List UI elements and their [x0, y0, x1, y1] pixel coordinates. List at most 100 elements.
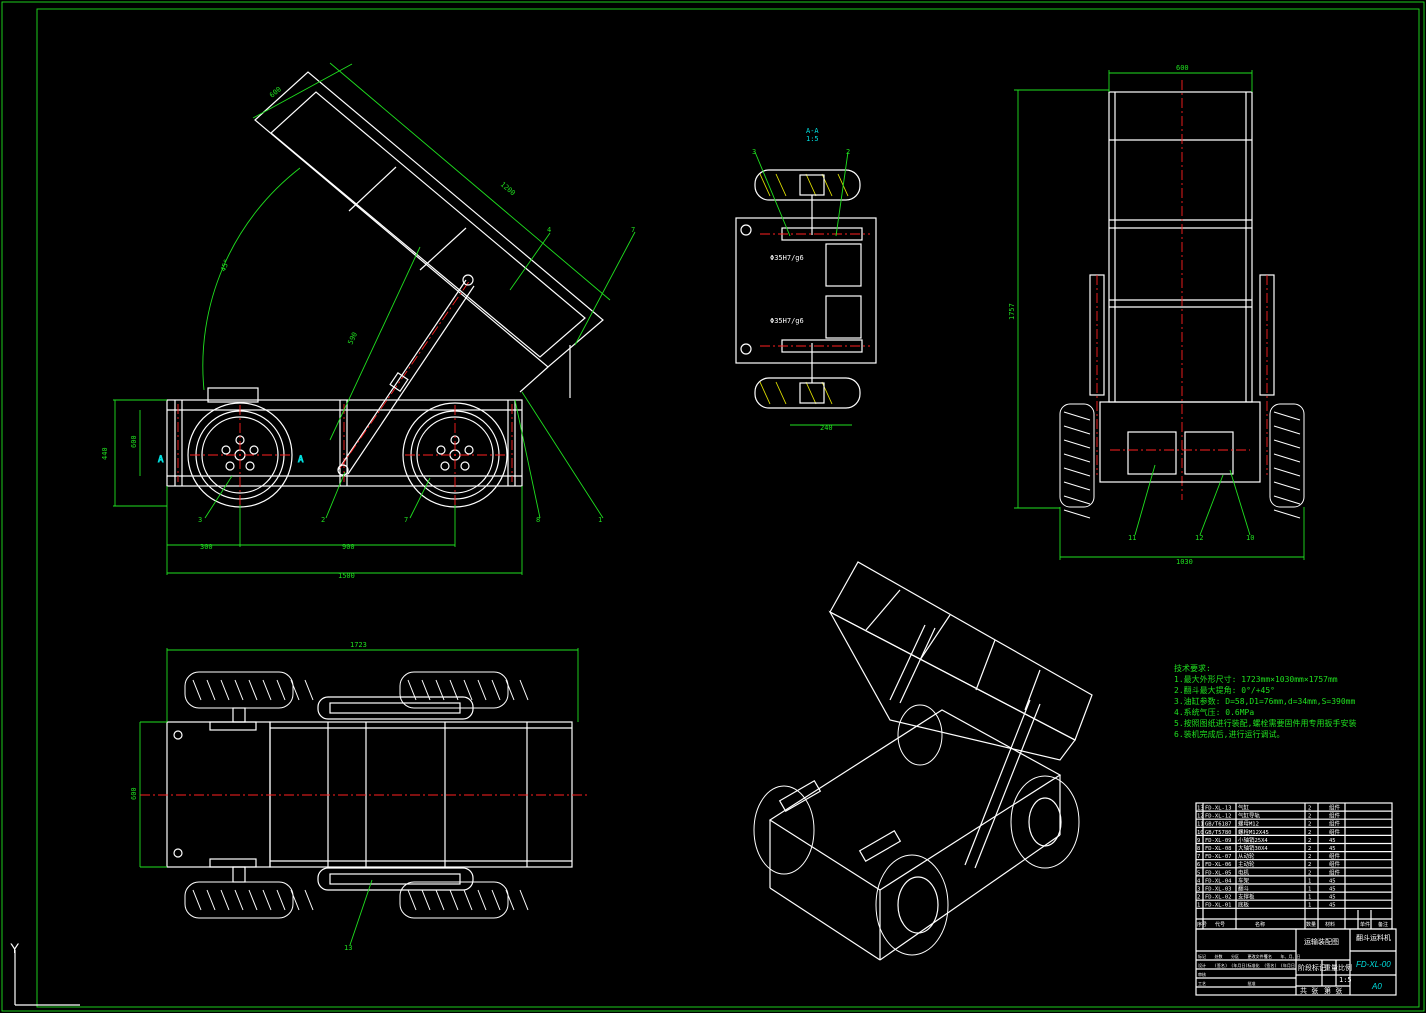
callout-side-12: 12 [1195, 534, 1203, 542]
bom-header-note: 备注 [1378, 921, 1388, 928]
bom-cell-name: 气缸导轨 [1238, 812, 1261, 820]
bom-cell-qty: 2 [1308, 870, 1311, 876]
title-block-cell: 更改文件号 [1248, 953, 1268, 959]
top-view: 600 1723 13 [130, 641, 590, 952]
title-block-cell: 审核 [1198, 971, 1206, 977]
bom-cell-name: 主动轮 [1238, 860, 1255, 868]
top-view-tyre-2 [399, 671, 529, 709]
bom-cell-name: 大轴销30X4 [1238, 844, 1268, 852]
bom-cell-mat: 组件 [1329, 828, 1341, 836]
fit-label-2: Φ35H7/g6 [770, 317, 804, 325]
bom-cell-mat: 组件 [1329, 820, 1341, 828]
title-block-cell: 批准 [1248, 980, 1256, 986]
bom-header-no: 序号 [1197, 921, 1207, 928]
bom-cell-qty: 2 [1308, 822, 1311, 828]
title-block-cell: 处数 [1215, 953, 1223, 959]
bom-cell-mat: 45 [1329, 887, 1336, 893]
bom-header-wt: 单件 [1360, 921, 1370, 928]
title-scale: 1:5 [1339, 976, 1352, 984]
bom-cell-name: 翻斗 [1238, 885, 1250, 893]
callout-front-4: 8 [536, 516, 540, 524]
bom-cell-no: 1 [1197, 903, 1200, 909]
tech-item-5: 5.按照图纸进行装配,螺栓需要固件用专用扳手安装 [1174, 718, 1356, 728]
title-sheet-total: 共 张 [1300, 986, 1318, 995]
callout-front-5: 1 [598, 516, 602, 524]
bom-cell-code: FD-XL-12 [1205, 814, 1232, 820]
isometric-view [753, 561, 1093, 961]
bom-cell-name: 气缸 [1238, 804, 1250, 812]
bom-cell-name: 螺母M12 [1238, 820, 1259, 828]
bom-cell-code: FD-XL-04 [1205, 878, 1232, 884]
bom-cell-mat: 组件 [1329, 852, 1341, 860]
top-view-tyre-3 [184, 866, 314, 919]
bom-cell-no: 6 [1197, 862, 1200, 868]
bom-cell-mat: 45 [1329, 838, 1336, 844]
bom-cell-mat: 组件 [1329, 804, 1341, 812]
callout-front-1: 3 [198, 516, 202, 524]
front-view: 440 600 300 900 1500 1200 600 45° 590 3 … [101, 62, 636, 580]
bom-header-mat: 材料 [1325, 921, 1335, 928]
bom-cell-code: GB/T5780 [1205, 830, 1232, 836]
ucs-icon: Y [10, 940, 80, 1006]
bom-cell-no: 12 [1197, 814, 1204, 820]
bom-cell-mat: 45 [1329, 878, 1336, 884]
bom-cell-qty: 1 [1308, 903, 1311, 909]
bom-cell-no: 9 [1197, 838, 1200, 844]
bom-cell-qty: 2 [1308, 862, 1311, 868]
bom-cell-name: 车架 [1238, 876, 1250, 884]
bom-cell-qty: 1 [1308, 895, 1311, 901]
callout-front-3: 7 [404, 516, 408, 524]
title-block-cell: (年月日) [1231, 962, 1248, 968]
bom-cell-name: 从动轮 [1238, 852, 1255, 860]
bom-cell-code: FD-XL-05 [1205, 870, 1232, 876]
bom-cell-name: 小轴销25X4 [1238, 836, 1268, 844]
title-block-cell: 标准化 [1248, 962, 1260, 968]
svg-text:3: 3 [752, 148, 756, 156]
bom-cell-qty: 2 [1308, 838, 1311, 844]
bom-cell-mat: 45 [1329, 903, 1336, 909]
dim-front-wheelbase: 900 [342, 543, 355, 551]
bom-cell-qty: 2 [1308, 806, 1311, 812]
section-a-scale: 1:5 [806, 135, 819, 143]
title-block-cell: (签名) [1215, 962, 1228, 968]
dim-side-height: 1757 [1008, 303, 1016, 320]
bom-cell-no: 3 [1197, 887, 1200, 893]
dim-front-overall-length: 1500 [338, 572, 355, 580]
dim-section-width: 240 [820, 424, 833, 432]
bom-cell-name: 电机 [1238, 868, 1250, 876]
side-view: 1757 600 1030 11 12 10 [1008, 64, 1305, 566]
title-sheet-number: 第 张 [1324, 986, 1342, 995]
bom-cell-code: FD-XL-09 [1205, 838, 1232, 844]
title-block-cell: 工艺 [1198, 981, 1206, 986]
title-sheet-size: A0 [1371, 982, 1382, 991]
bom-cell-code: GB/T6187 [1205, 822, 1232, 828]
dim-side-width: 1030 [1176, 558, 1193, 566]
bom-cell-code: FD-XL-01 [1205, 903, 1232, 909]
dim-side-top-width: 600 [1176, 64, 1189, 72]
title-block-cell: 分区 [1231, 953, 1239, 959]
section-a-label: A-A [806, 127, 819, 135]
dim-front-height: 440 [101, 447, 109, 460]
front-view-wheel-right [402, 402, 508, 508]
bom-cell-name: 螺栓M12X45 [1238, 828, 1269, 836]
svg-text:7: 7 [631, 226, 635, 234]
tech-item-1: 1.最大外形尺寸: 1723mm×1030mm×1757mm [1174, 674, 1338, 684]
bom-cell-no: 4 [1197, 878, 1201, 884]
dim-front-wheel-offset: 300 [200, 543, 213, 551]
bom-cell-mat: 组件 [1329, 812, 1341, 820]
svg-text:A: A [298, 455, 304, 465]
callout-front-2: 2 [321, 516, 325, 524]
bom-cell-qty: 1 [1308, 878, 1311, 884]
top-view-tyre-1 [184, 671, 314, 723]
bom-cell-code: FD-XL-03 [1205, 887, 1232, 893]
bom-cell-mat: 组件 [1329, 860, 1341, 868]
callout-side-10: 10 [1246, 534, 1254, 542]
dim-front-box-length: 1200 [499, 180, 517, 197]
dim-front-tilt-angle: 45° [219, 258, 231, 273]
ucs-y-label: Y [10, 940, 20, 956]
title-drawing-name: 翻斗运料机 [1356, 933, 1391, 942]
bom-cell-mat: 组件 [1329, 868, 1341, 876]
svg-text:590: 590 [347, 331, 360, 346]
